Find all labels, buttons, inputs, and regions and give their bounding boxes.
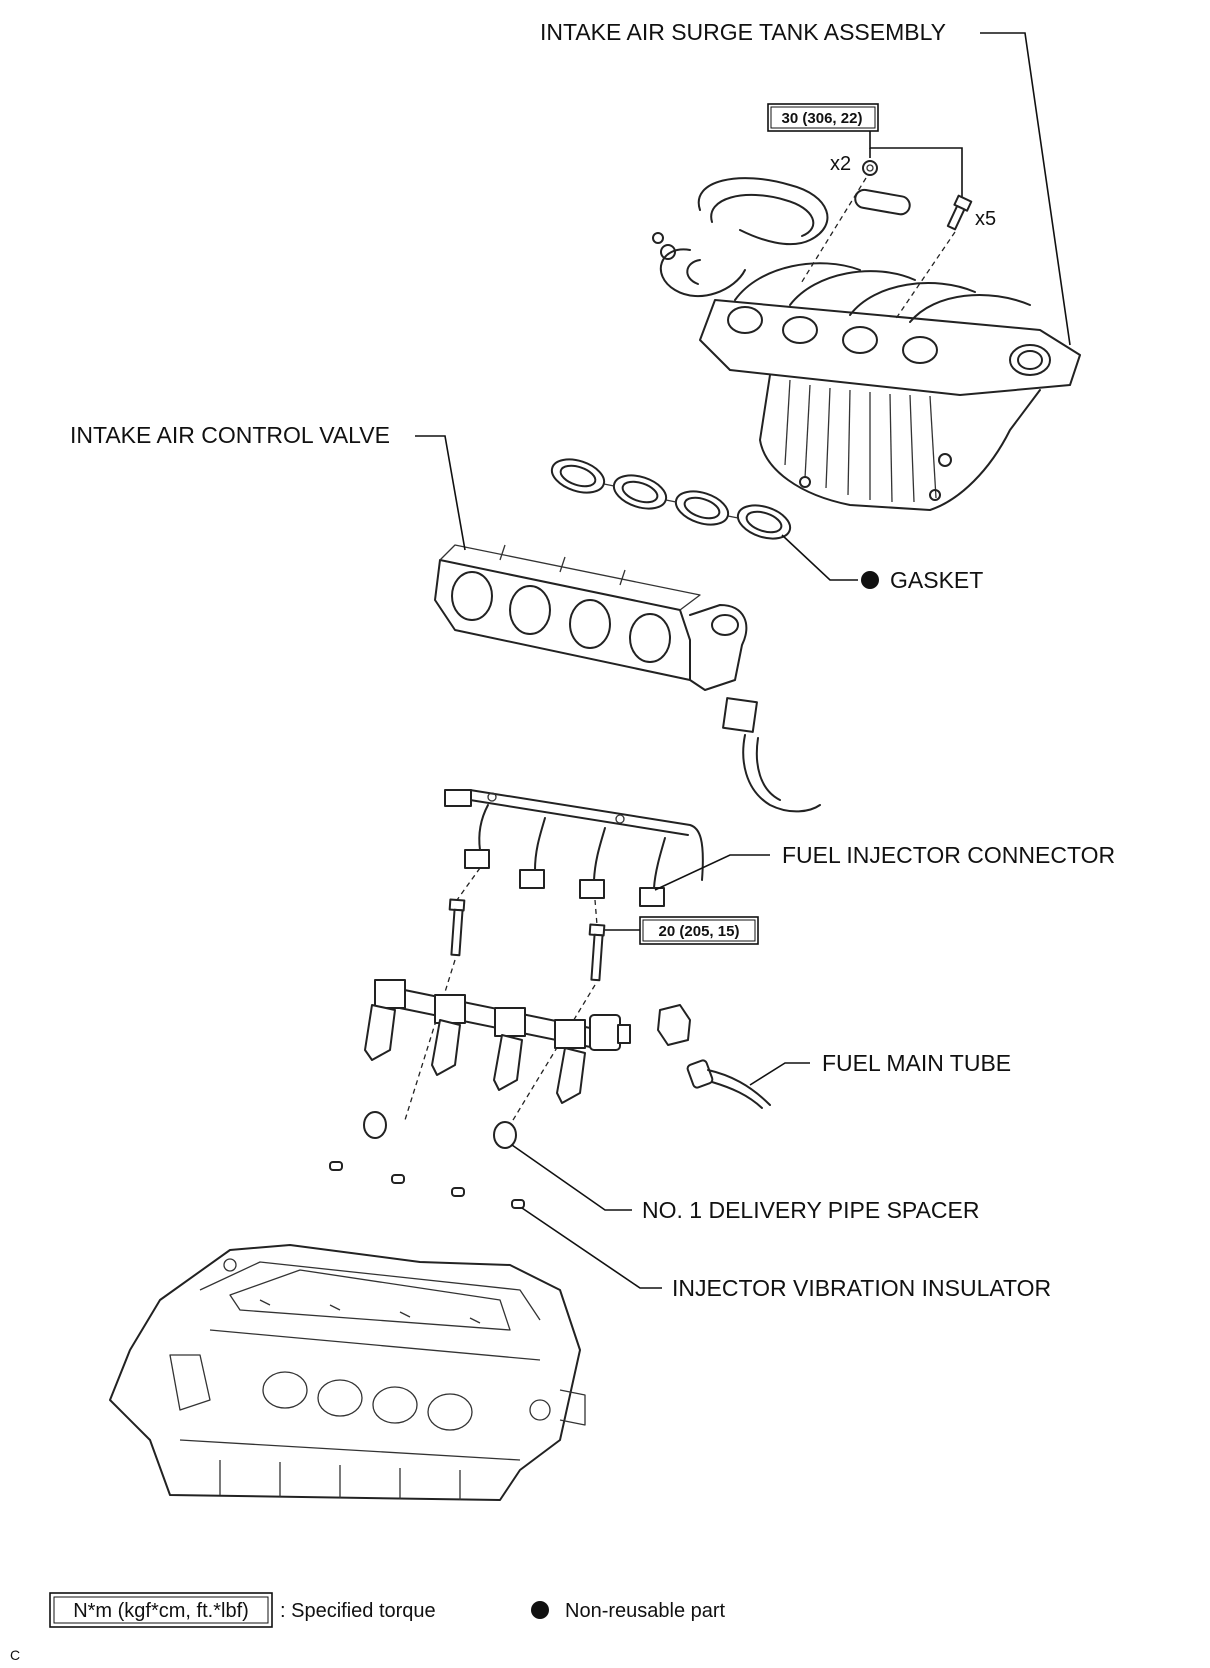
nut-icon [862,160,878,176]
torque-box-delivery-pipe [639,916,759,945]
torque-value-delivery-pipe: 20 (205, 15) [659,923,740,940]
callouts: INTAKE AIR SURGE TANK ASSEMBLY INTAKE AI… [70,19,1115,1301]
label-gasket: GASKET [890,567,983,593]
fuel-main-tube-drawing [686,1059,771,1109]
delivery-pipe-drawing [364,979,691,1104]
bolt-quantity: x5 [975,208,996,230]
label-vibration-insulator: INJECTOR VIBRATION INSULATOR [672,1275,1051,1301]
delivery-pipe-bolts [404,867,606,1126]
label-surge-tank: INTAKE AIR SURGE TANK ASSEMBLY [540,19,946,45]
gasket-drawing [550,458,792,540]
surge-tank-drawing [652,177,1081,511]
delivery-pipe-torque: 20 (205, 15) [605,916,759,945]
torque-box-surge-tank [767,103,879,132]
bolt-icon [946,194,973,231]
non-reusable-mark-gasket [861,571,879,589]
corner-mark: C [10,1647,20,1663]
legend-non-reusable-label: Non-reusable part [565,1600,726,1622]
injector-connector-drawing [444,789,704,907]
surge-tank-fasteners: 30 (306, 22) x2 x5 [767,103,996,321]
label-pipe-spacer: NO. 1 DELIVERY PIPE SPACER [642,1197,979,1223]
legend: N*m (kgf*cm, ft.*lbf) : Specified torque… [49,1592,726,1628]
engine-block-drawing [109,1244,586,1501]
legend-non-reusable-dot [531,1601,549,1619]
label-control-valve: INTAKE AIR CONTROL VALVE [70,422,390,448]
vibration-insulators-drawing [329,1161,525,1209]
torque-value-surge-tank: 30 (306, 22) [782,110,863,127]
legend-torque-unit: N*m (kgf*cm, ft.*lbf) [73,1600,249,1622]
label-injector-connector: FUEL INJECTOR CONNECTOR [782,842,1115,868]
legend-torque-box [49,1592,273,1628]
label-fuel-main-tube: FUEL MAIN TUBE [822,1050,1011,1076]
control-valve-drawing [434,544,821,813]
legend-torque-desc: : Specified torque [280,1600,436,1622]
pipe-spacers-drawing [363,1111,517,1149]
nut-quantity: x2 [830,153,851,175]
